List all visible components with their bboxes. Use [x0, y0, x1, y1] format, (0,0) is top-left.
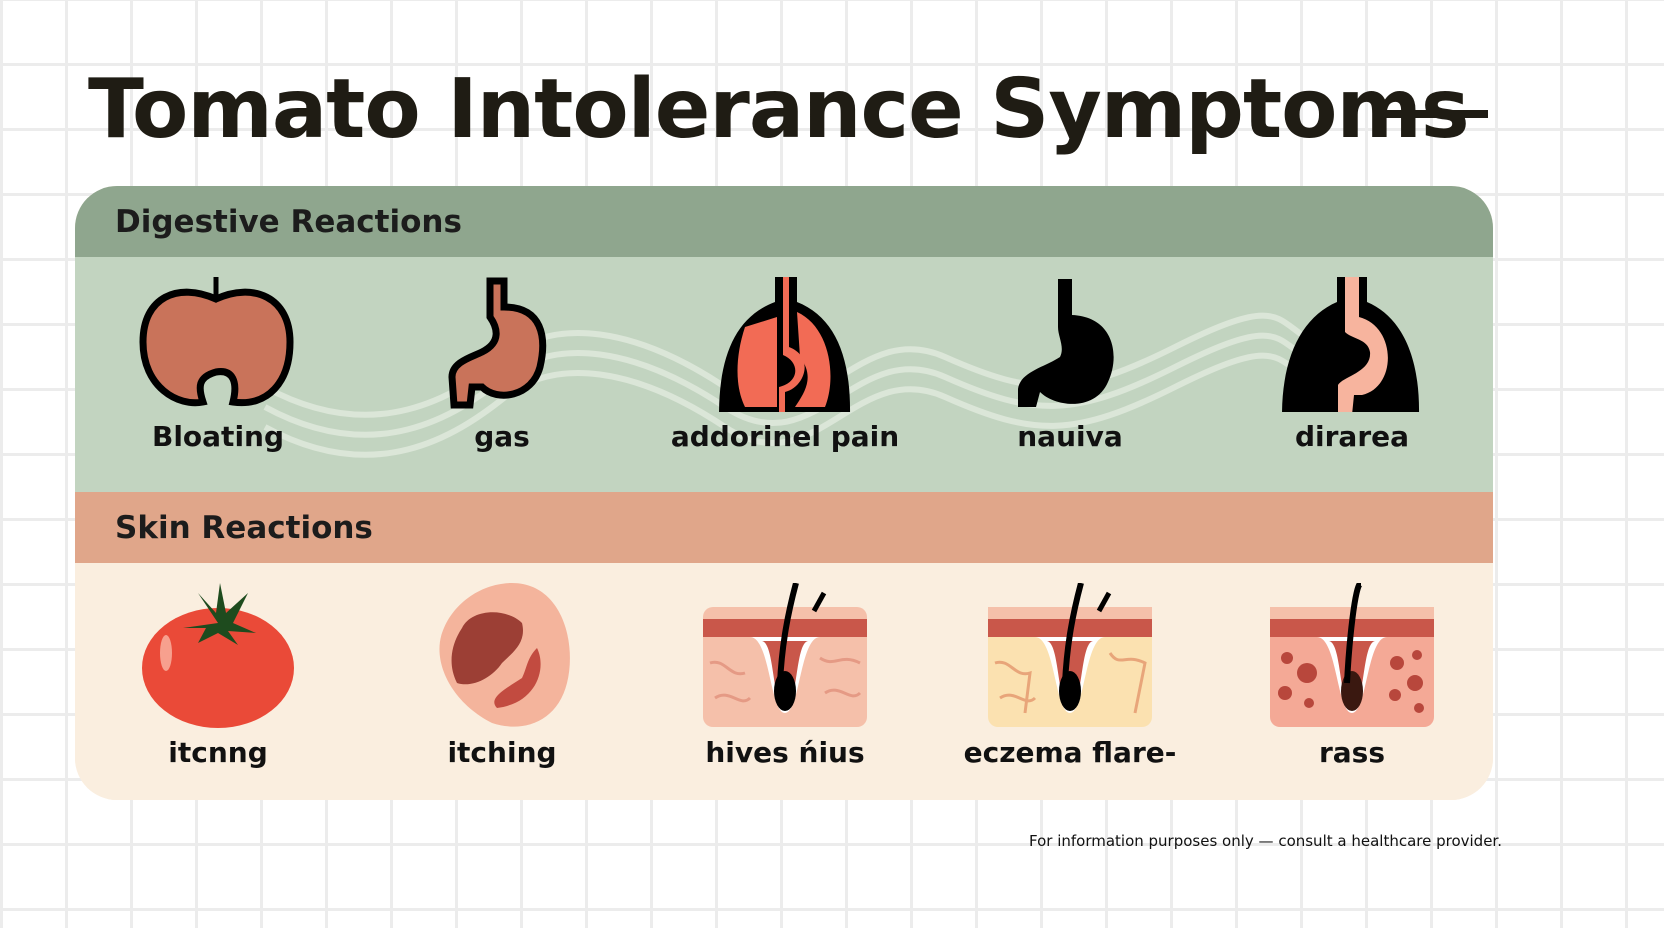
disclaimer: For information purposes only — consult … [1028, 832, 1502, 850]
skin-body: itcnng itching hives ńius [75, 563, 1493, 800]
symptom-label: gas [474, 420, 530, 453]
symptoms-panel: Digestive Reactions Bloating gas [75, 186, 1493, 800]
symptom-label: addorinel pain [670, 420, 900, 453]
bloated-stomach-icon [139, 277, 294, 407]
skin-header: Skin Reactions [75, 492, 1493, 563]
section-heading: Digestive Reactions [115, 204, 462, 240]
digestive-tract-icon [1282, 277, 1419, 412]
symptom-diarrhea: dirarea [1212, 277, 1492, 453]
page-title: Tomato Intolerance Symptoms [88, 62, 1470, 157]
stomach-icon [448, 277, 547, 409]
symptom-label: Bloating [151, 420, 285, 453]
symptom-gas: gas [362, 277, 642, 453]
symptom-bloating: Bloating [78, 277, 358, 453]
symptom-label: nauiva [1017, 420, 1123, 453]
symptom-rash: rass [1212, 583, 1492, 769]
symptom-itching-2: itching [362, 583, 642, 769]
symptom-eczema: eczema flare- [930, 583, 1210, 769]
skin-hair-follicle-icon [703, 583, 867, 727]
abdomen-pain-icon [719, 277, 850, 412]
digestive-body: Bloating gas addorinel pain nauiva [75, 257, 1493, 492]
symptom-hives: hives ńius [645, 583, 925, 769]
title-dash [1378, 110, 1488, 118]
symptom-label: rass [1318, 736, 1386, 769]
section-heading: Skin Reactions [115, 510, 373, 546]
skin-rash-icon [1270, 583, 1434, 727]
symptom-nausea: nauiva [930, 277, 1210, 453]
symptom-label: eczema flare- [963, 736, 1177, 769]
skin-eczema-icon [988, 583, 1152, 727]
symptom-itching-1: itcnng [78, 583, 358, 769]
ear-skin-icon [439, 583, 570, 727]
symptom-abdominal-pain: addorinel pain [645, 277, 925, 453]
stomach-dark-icon [1018, 279, 1114, 407]
symptom-label: itching [447, 736, 557, 769]
symptom-label: dirarea [1294, 420, 1410, 453]
tomato-icon [142, 583, 294, 728]
digestive-header: Digestive Reactions [75, 186, 1493, 257]
symptom-label: itcnng [168, 736, 268, 769]
symptom-label: hives ńius [705, 736, 865, 769]
